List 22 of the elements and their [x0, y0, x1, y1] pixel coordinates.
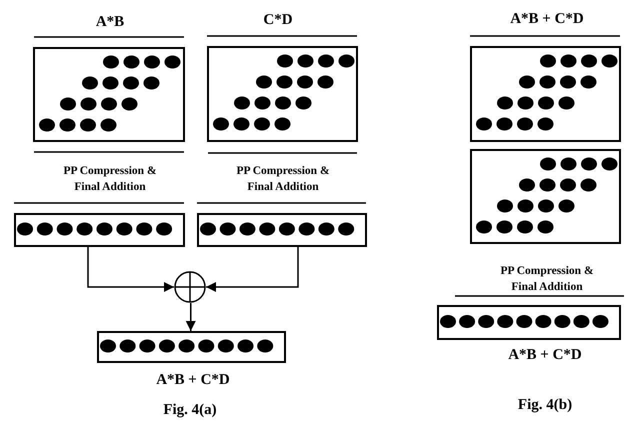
result-bit-box [197, 213, 367, 247]
result-bit-box [14, 213, 185, 247]
text-label: A*B + C*D [508, 347, 582, 363]
arrow [87, 247, 174, 292]
text-label: A*B [96, 14, 124, 30]
text-label: A*B + C*D [510, 11, 584, 27]
arrow [206, 247, 299, 292]
partial-product-box [207, 46, 358, 142]
text-label: PP Compression & Final Addition [62, 164, 158, 195]
partial-product-box [33, 47, 185, 142]
arrow [186, 303, 196, 331]
text-label: C*D [263, 12, 293, 28]
text-label: A*B + C*D [156, 372, 230, 388]
partial-product-box [470, 46, 621, 142]
text-label: PP Compression & Final Addition [235, 164, 331, 195]
result-bit-box [97, 331, 286, 363]
text-label: PP Compression & Final Addition [499, 264, 595, 295]
partial-product-box [470, 149, 621, 244]
result-bit-box [437, 305, 621, 340]
figure-caption: Fig. 4(a) [163, 402, 217, 418]
adder-circle [174, 271, 206, 303]
figure-caption: Fig. 4(b) [518, 397, 572, 413]
